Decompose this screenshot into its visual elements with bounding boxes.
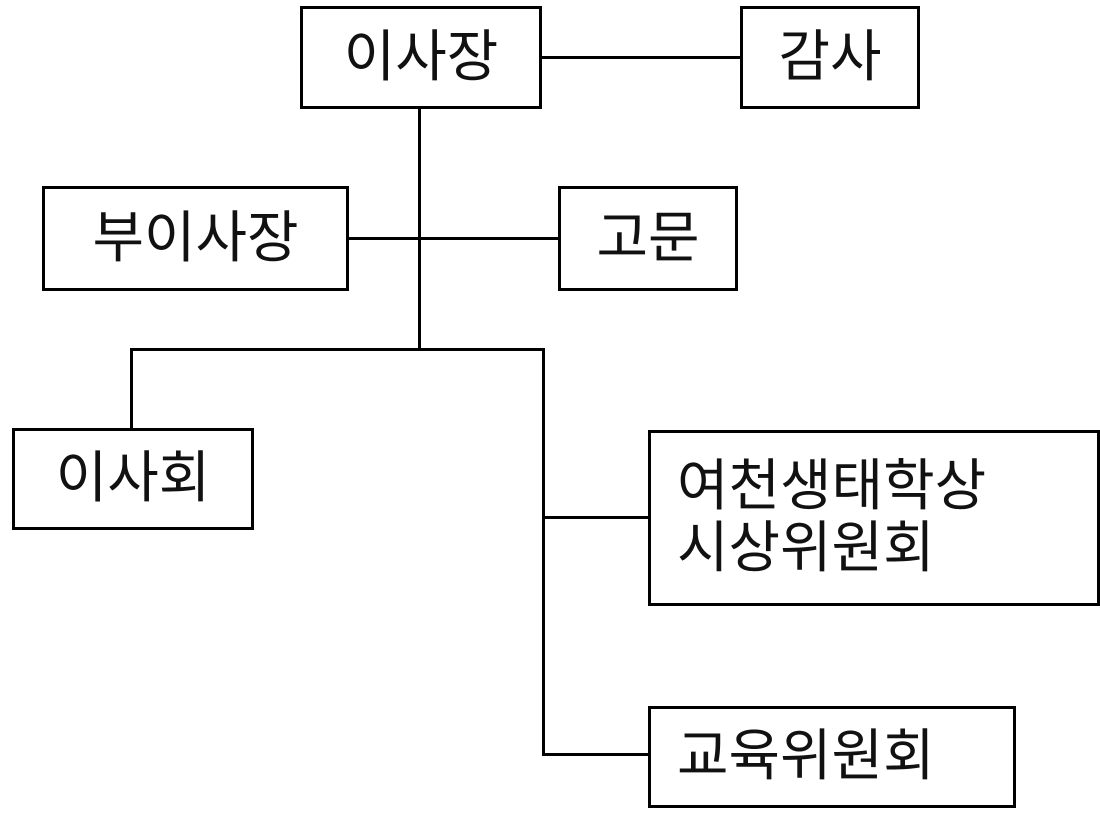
vice-chairman-box: 부이사장	[42, 186, 349, 291]
connector-main-vertical	[418, 107, 421, 351]
ecology-award-committee-label: 여천생태학상 시상위원회	[677, 456, 986, 579]
ecology-award-committee-box: 여천생태학상 시상위원회	[648, 430, 1100, 606]
connector-ecology-committee	[542, 516, 650, 519]
ecology-award-committee-line1: 여천생태학상	[677, 454, 987, 520]
advisor-box: 고문	[558, 186, 738, 291]
connector-education-committee	[542, 753, 650, 756]
ecology-award-committee-line2: 시상위원회	[677, 516, 935, 581]
connector-lower-horizontal	[130, 348, 542, 351]
board-label: 이사회	[55, 446, 211, 512]
auditor-label: 감사	[778, 24, 882, 90]
chairman-label: 이사장	[343, 24, 499, 90]
board-box: 이사회	[12, 428, 254, 530]
connector-committees-vertical	[542, 348, 545, 756]
connector-vice-advisor	[347, 237, 560, 240]
chairman-box: 이사장	[300, 6, 542, 109]
vice-chairman-label: 부이사장	[92, 205, 299, 271]
auditor-box: 감사	[740, 6, 920, 109]
connector-chairman-auditor	[540, 56, 742, 59]
education-committee-box: 교육위원회	[648, 706, 1016, 808]
advisor-label: 고문	[596, 205, 700, 271]
education-committee-label: 교육위원회	[677, 724, 935, 790]
connector-board-vertical	[130, 348, 133, 430]
